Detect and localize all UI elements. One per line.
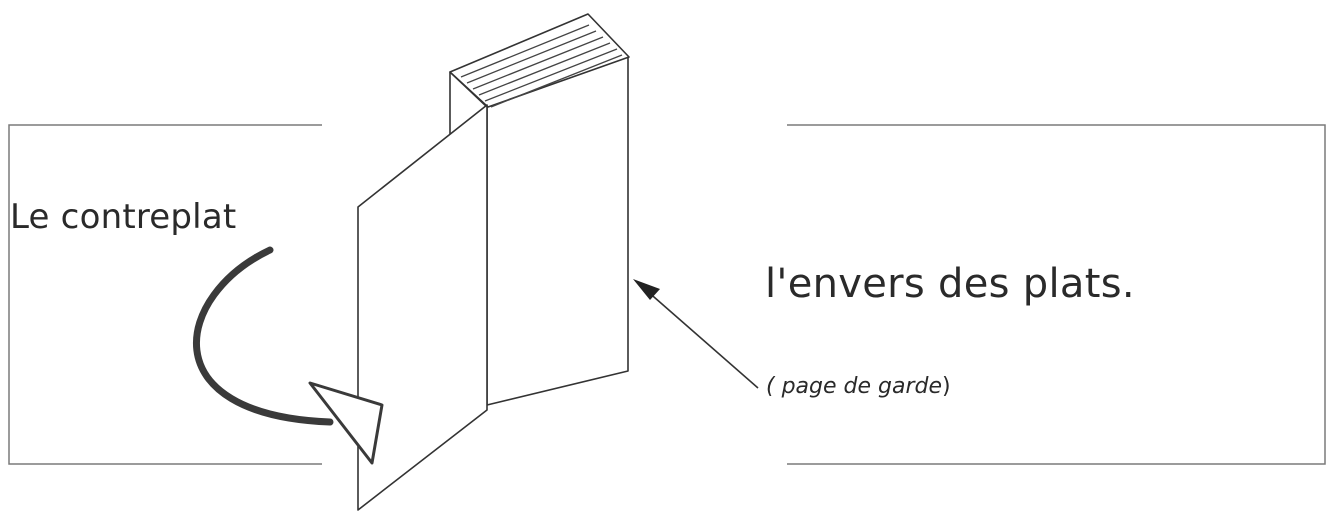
- book-page-lines: [460, 24, 623, 108]
- left-frame: [8, 124, 322, 465]
- left-frame-outline: [8, 124, 322, 465]
- page-line-3: [472, 36, 604, 90]
- right-frame-outline: [787, 124, 1326, 465]
- label-contreplat: Le contreplat: [10, 197, 237, 237]
- page-line-1: [460, 24, 590, 78]
- curved-arrow-icon: [192, 246, 384, 465]
- right-frame: [787, 124, 1326, 465]
- page-de-garde-open-paren: (: [766, 374, 782, 399]
- page-line-5: [484, 48, 618, 102]
- book-open-cover: [357, 104, 488, 511]
- page-de-garde-text: page de garde: [781, 374, 943, 399]
- page-line-6: [490, 54, 623, 108]
- label-page-de-garde: ( page de garde): [766, 376, 951, 398]
- page-line-4: [478, 42, 611, 96]
- book-back-cover: [486, 56, 629, 406]
- book-top: [449, 13, 630, 108]
- pointer-arrow-icon: [633, 279, 759, 389]
- book-illustration: [357, 13, 630, 511]
- page-line-2: [466, 30, 597, 84]
- label-envers-des-plats: l'envers des plats.: [765, 261, 1135, 307]
- page-de-garde-close-paren: ): [942, 374, 951, 399]
